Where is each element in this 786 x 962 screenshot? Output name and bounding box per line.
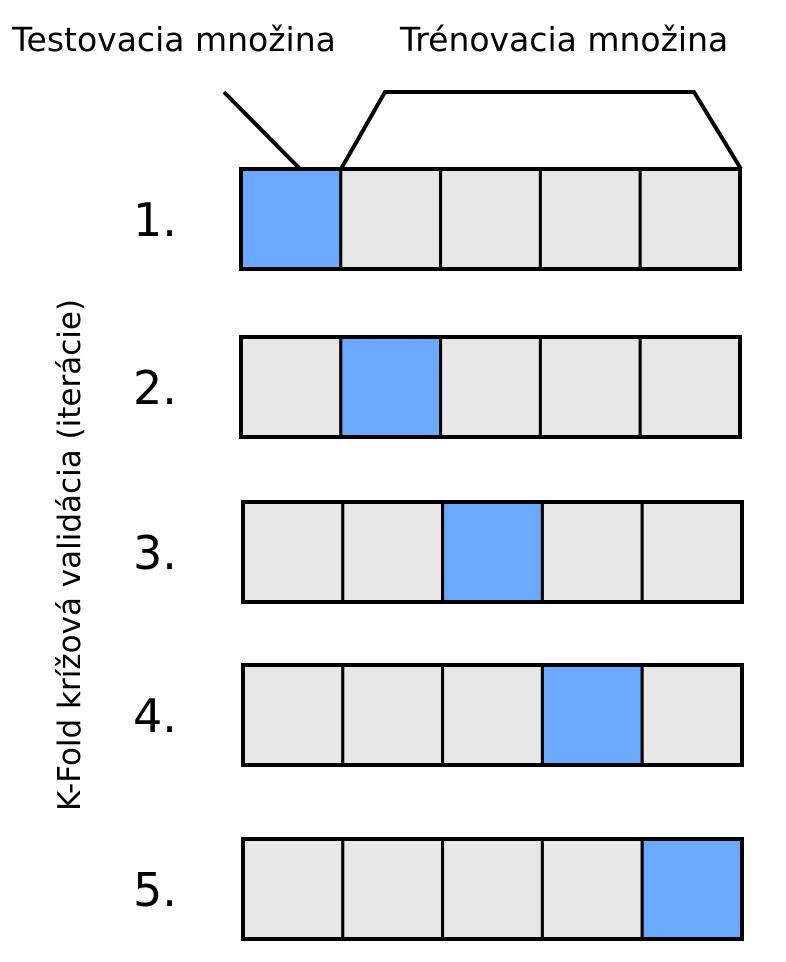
train-fold bbox=[638, 335, 742, 439]
iteration-label: 1. bbox=[133, 193, 177, 247]
row-border bbox=[241, 663, 744, 767]
row-border bbox=[239, 335, 742, 439]
train-fold bbox=[339, 167, 443, 271]
test-fold bbox=[540, 663, 644, 767]
train-fold bbox=[540, 837, 644, 941]
train-fold bbox=[441, 837, 544, 941]
train-fold bbox=[241, 500, 345, 604]
train-fold bbox=[241, 837, 345, 941]
train-fold bbox=[341, 663, 445, 767]
row-border bbox=[241, 500, 744, 604]
row-border bbox=[241, 837, 744, 941]
axis-label: K-Fold krížová validácia (iterácie) bbox=[52, 299, 88, 811]
iteration-label: 3. bbox=[133, 526, 177, 580]
iteration-row: 4. bbox=[133, 663, 744, 767]
test-set-pointer bbox=[222, 90, 302, 171]
train-fold bbox=[640, 663, 744, 767]
train-fold bbox=[439, 167, 542, 271]
iteration-row: 3. bbox=[133, 500, 744, 604]
test-fold bbox=[441, 500, 544, 604]
test-set-label: Testovacia množina bbox=[11, 20, 336, 59]
test-fold bbox=[239, 167, 343, 271]
train-fold bbox=[640, 500, 744, 604]
test-fold bbox=[339, 335, 443, 439]
train-set-label: Trénovacia množina bbox=[399, 20, 728, 59]
train-fold bbox=[239, 335, 343, 439]
train-fold bbox=[538, 167, 642, 271]
train-fold bbox=[540, 500, 644, 604]
iteration-label: 4. bbox=[133, 689, 177, 743]
iteration-label: 2. bbox=[133, 361, 177, 415]
train-fold bbox=[538, 335, 642, 439]
iteration-row: 1. bbox=[133, 167, 742, 271]
train-fold bbox=[441, 663, 544, 767]
train-set-bracket bbox=[339, 90, 743, 171]
iteration-row: 2. bbox=[133, 335, 742, 439]
train-fold bbox=[638, 167, 742, 271]
train-fold bbox=[439, 335, 542, 439]
test-fold bbox=[640, 837, 744, 941]
train-fold bbox=[241, 663, 345, 767]
train-fold bbox=[341, 500, 445, 604]
iteration-rows: 1. 2. 3. 4. 5. bbox=[133, 167, 744, 941]
iteration-label: 5. bbox=[133, 863, 177, 917]
row-border bbox=[239, 167, 742, 271]
iteration-row: 5. bbox=[133, 837, 744, 941]
train-fold bbox=[341, 837, 445, 941]
